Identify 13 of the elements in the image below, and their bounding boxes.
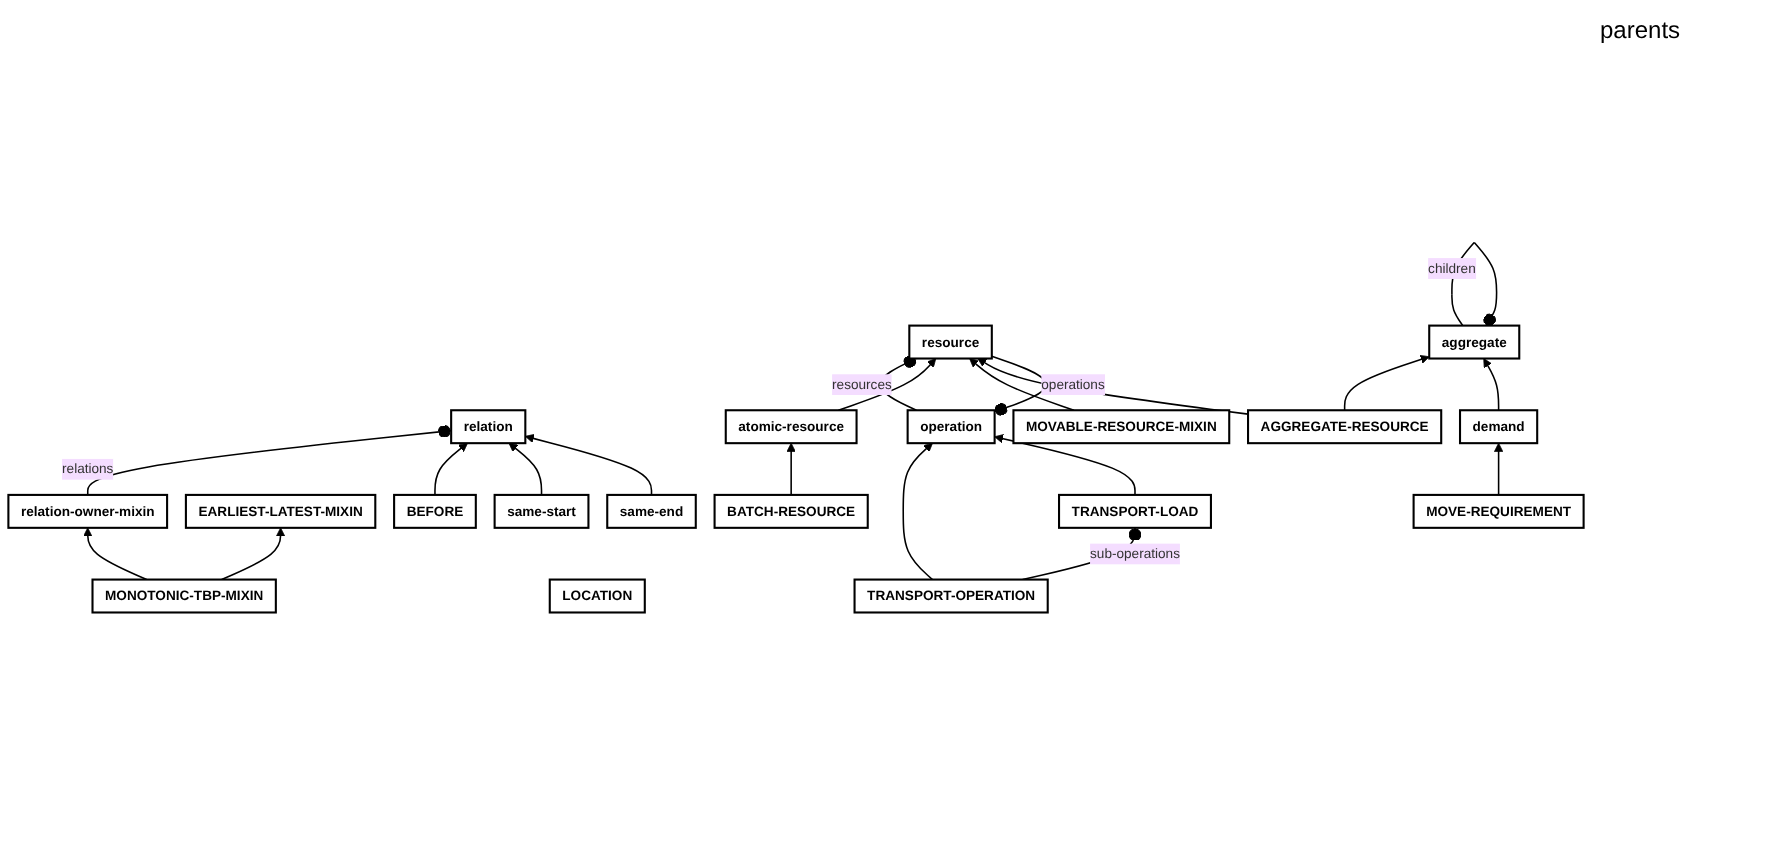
connector — [86, 424, 452, 496]
arrow — [220, 526, 286, 580]
note-label: parents — [1600, 16, 1683, 44]
arrow — [434, 442, 468, 496]
arrow — [83, 526, 148, 580]
arrow — [902, 442, 934, 580]
arrow — [508, 442, 543, 496]
arrow — [994, 433, 1136, 496]
arrow — [1494, 442, 1504, 496]
arrow — [524, 433, 653, 496]
arrow — [1483, 357, 1500, 411]
arrow — [1343, 354, 1430, 411]
arrow — [786, 442, 796, 496]
